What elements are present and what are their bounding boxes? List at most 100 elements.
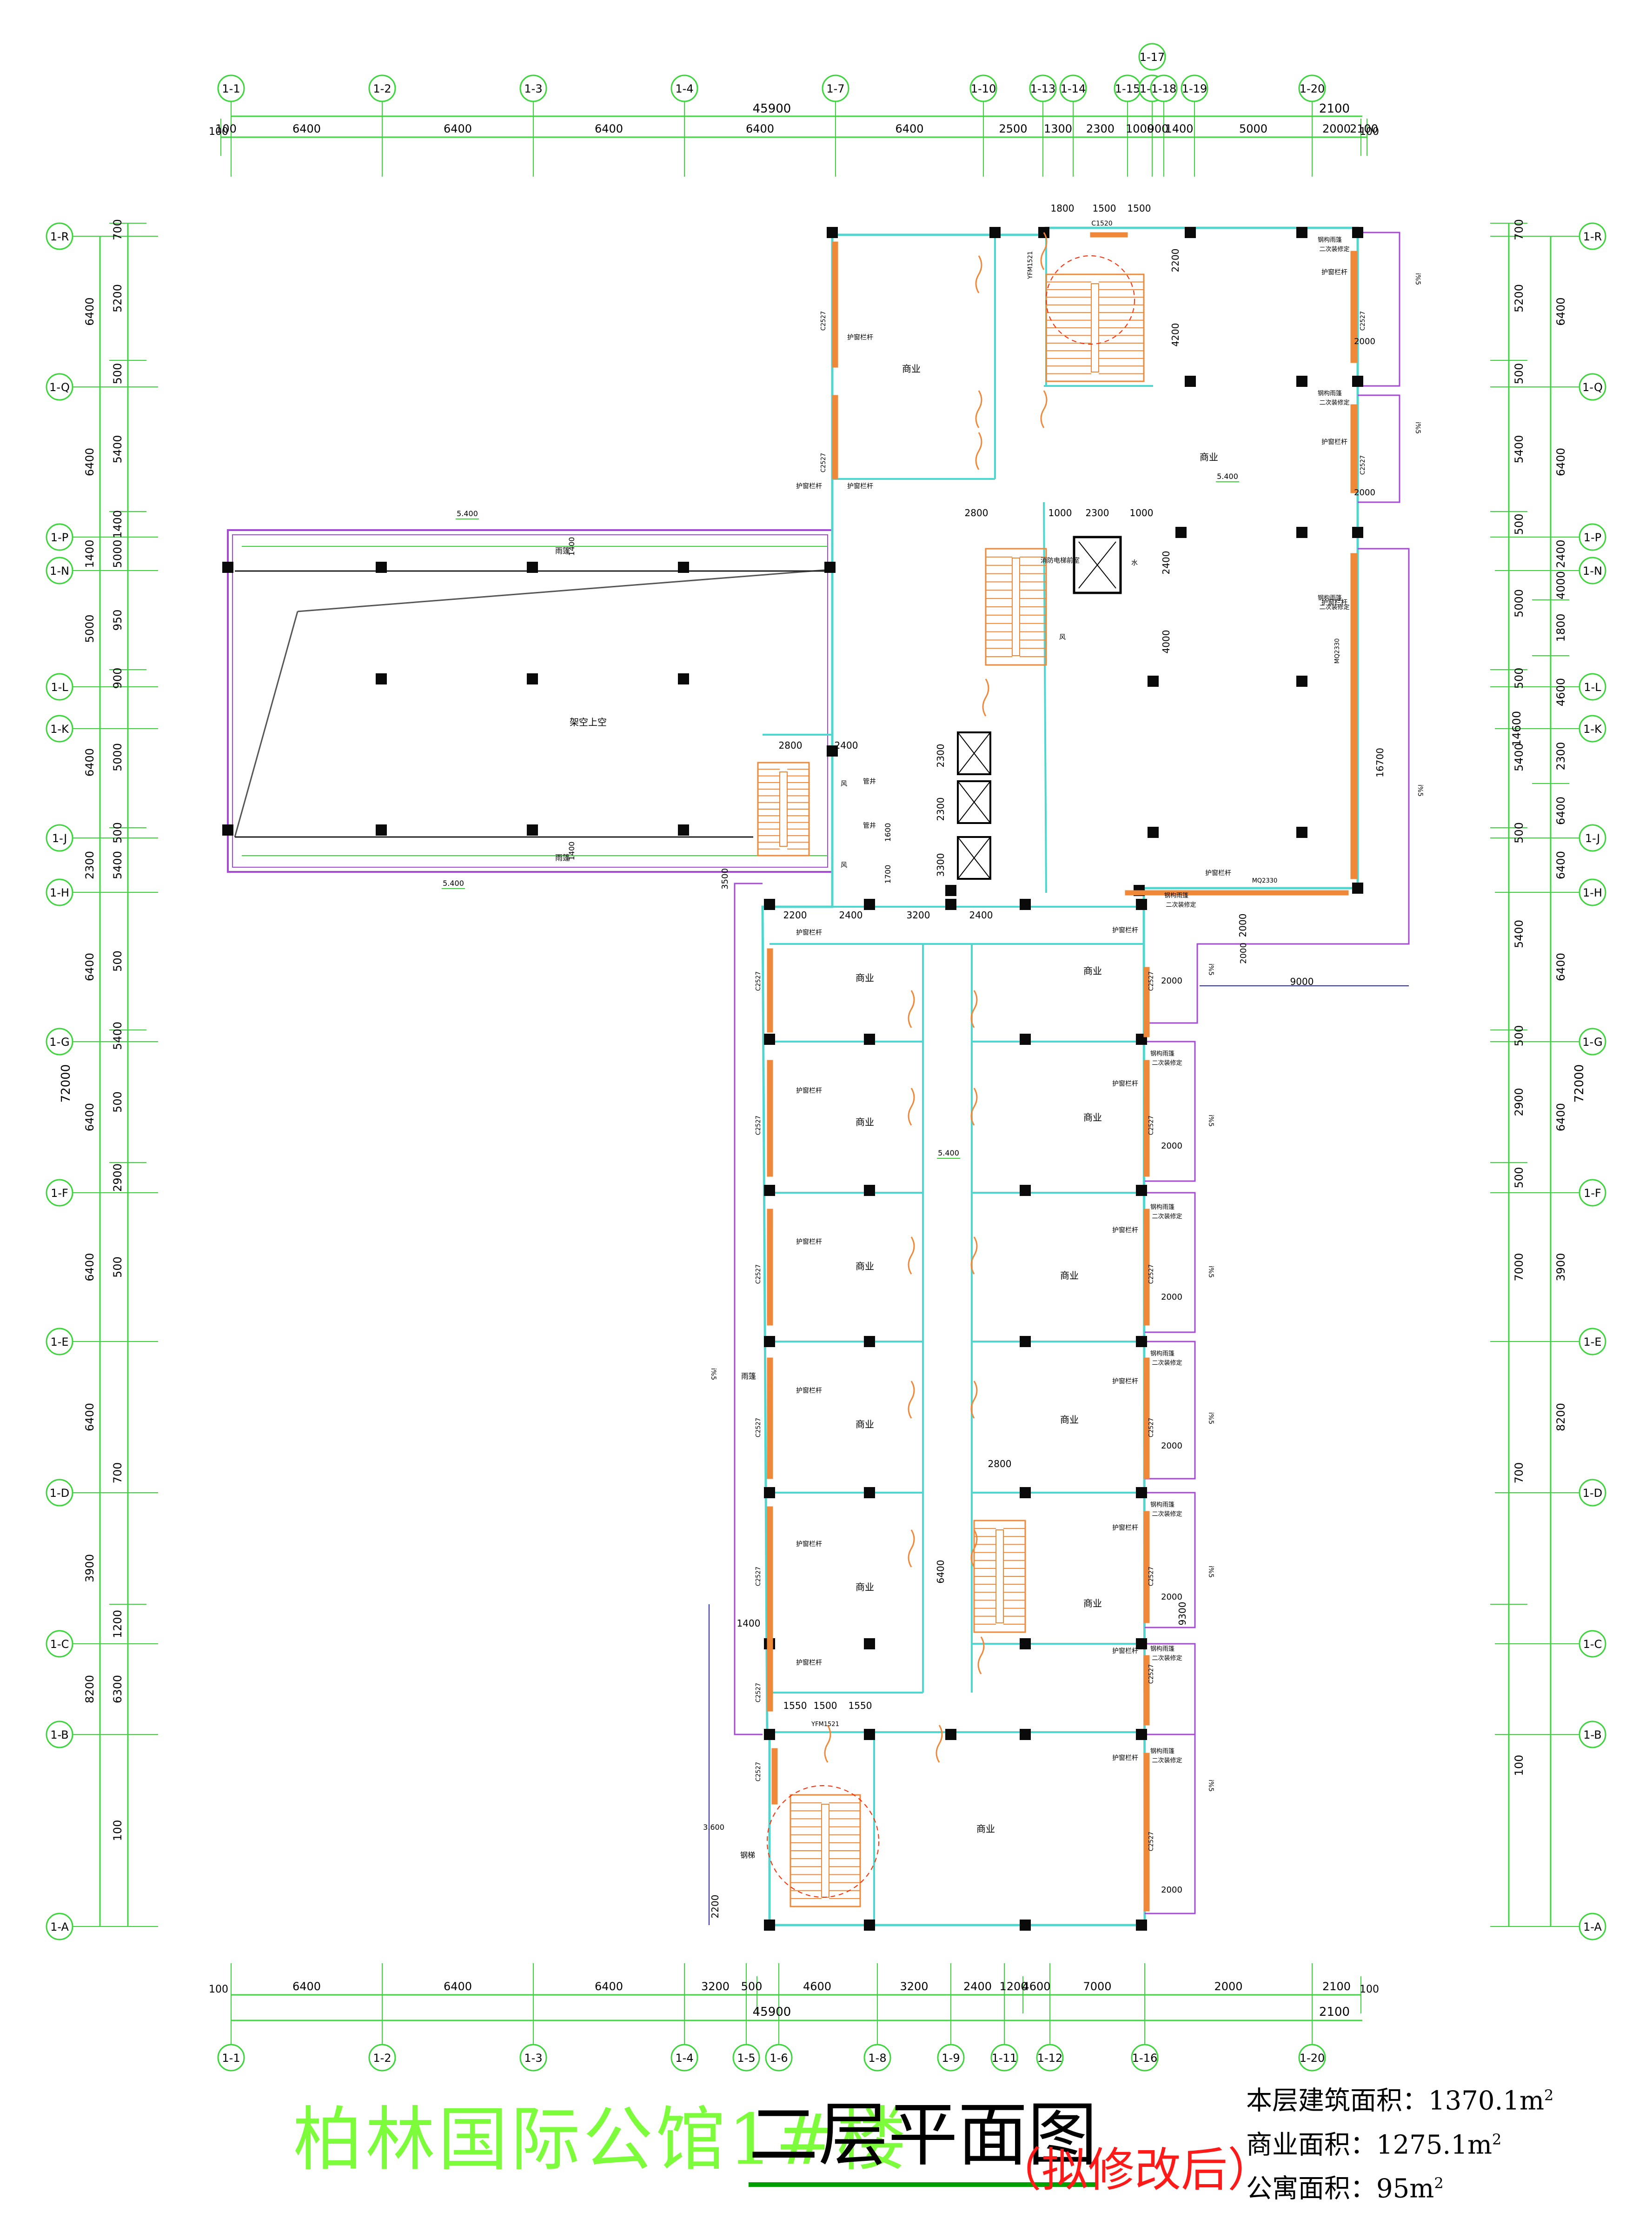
window bbox=[1143, 1753, 1150, 1912]
dim-ext-bottom: 2100 bbox=[1319, 2005, 1350, 2019]
canopy-note-label: 钢构雨篷 bbox=[1150, 1748, 1174, 1755]
dim-text: 6300 bbox=[111, 1675, 124, 1703]
grid-label-left: 1-G bbox=[49, 1036, 69, 1049]
grid-label-top: 1-3 bbox=[524, 82, 542, 95]
column bbox=[1020, 1729, 1031, 1740]
window-tag: C2527 bbox=[820, 453, 827, 472]
column bbox=[1136, 1487, 1147, 1498]
inner-dim: 3500 bbox=[720, 868, 730, 890]
column bbox=[1296, 676, 1307, 687]
grid-label-top: 1-19 bbox=[1182, 82, 1207, 95]
window bbox=[1125, 890, 1349, 896]
secondary-fitout-label: 二次装修定 bbox=[1152, 1059, 1182, 1067]
column bbox=[1185, 227, 1196, 238]
grid-label-top: 1-7 bbox=[826, 82, 844, 95]
inner-dim: 4000 bbox=[1161, 630, 1172, 654]
inner-dim: 2300 bbox=[935, 797, 946, 821]
window bbox=[1143, 1511, 1150, 1623]
column bbox=[945, 899, 956, 910]
grid-label-left: 1-A bbox=[50, 1920, 69, 1933]
column bbox=[1020, 1336, 1031, 1347]
dim-text: 3900 bbox=[1554, 1253, 1567, 1281]
dim-text: 6400 bbox=[1554, 1103, 1567, 1131]
dim-total-top: 45900 bbox=[753, 102, 791, 116]
grid-label-left: 1-H bbox=[50, 886, 69, 899]
grid-label-right: 1-Q bbox=[1582, 381, 1603, 394]
column bbox=[764, 1336, 775, 1347]
door-swing bbox=[975, 255, 982, 293]
inner-dim: 1000 bbox=[1130, 507, 1154, 518]
column bbox=[1352, 376, 1363, 387]
column bbox=[1020, 1487, 1031, 1498]
dim-text: 6400 bbox=[292, 122, 321, 135]
grid-label-left: 1-R bbox=[50, 230, 69, 243]
grid-label-left: 1-K bbox=[50, 723, 69, 736]
dim-text: 2000 bbox=[1322, 122, 1351, 135]
balcony-outline bbox=[1358, 232, 1400, 387]
dim-text: 5400 bbox=[111, 851, 124, 879]
grid-label-bottom: 1-20 bbox=[1300, 2052, 1325, 2065]
inner-dim: 2000 bbox=[1237, 914, 1248, 937]
column bbox=[1020, 899, 1031, 910]
door-swing bbox=[908, 1529, 915, 1568]
inner-dim: 6400 bbox=[935, 1560, 946, 1584]
column bbox=[764, 1920, 775, 1931]
column bbox=[864, 899, 875, 910]
column bbox=[1148, 827, 1159, 838]
grid-label-bottom: 1-11 bbox=[992, 2052, 1017, 2065]
grid-label-right: 1-G bbox=[1582, 1036, 1602, 1049]
inner-dim: 2400 bbox=[835, 740, 858, 751]
dim-text: 500 bbox=[1513, 363, 1526, 385]
void-diagonal bbox=[234, 611, 299, 837]
column bbox=[945, 1729, 956, 1740]
door-swing bbox=[970, 1088, 978, 1126]
room-shop: 商业 bbox=[976, 1823, 995, 1834]
door-swing bbox=[970, 1236, 978, 1275]
inner-dim: 2000 bbox=[1161, 1885, 1182, 1895]
rail-label: 护窗栏杆 bbox=[796, 482, 822, 490]
secondary-fitout-label: 二次装修定 bbox=[1152, 1359, 1182, 1367]
grid-label-top: 1-17 bbox=[1140, 51, 1165, 64]
dim-text: 6400 bbox=[292, 1980, 321, 1993]
column bbox=[376, 824, 387, 836]
door-swing bbox=[824, 1725, 831, 1763]
door-swing bbox=[908, 1088, 915, 1126]
grid-label-bottom: 1-9 bbox=[942, 2052, 960, 2065]
door-swing bbox=[970, 1381, 978, 1419]
column bbox=[1136, 1729, 1147, 1740]
stair-swing bbox=[1046, 255, 1135, 345]
rail-label: 护窗栏杆 bbox=[847, 333, 873, 341]
room-shop: 商业 bbox=[856, 1261, 874, 1272]
grid-label-left: 1-P bbox=[51, 531, 68, 544]
dim-text: 6400 bbox=[83, 297, 96, 326]
slope-mark: i%5 bbox=[1414, 422, 1421, 434]
dim-14600: 14600 bbox=[1510, 711, 1523, 746]
elevator-shaft bbox=[957, 780, 991, 824]
dim-text: 6400 bbox=[83, 748, 96, 777]
rail-label: 护窗栏杆 bbox=[1321, 438, 1347, 446]
inner-dim: 2000 bbox=[1161, 1592, 1182, 1602]
window-tag: C2527 bbox=[755, 1418, 762, 1437]
inner-dim: 2000 bbox=[1161, 1141, 1182, 1151]
dim-text: 2300 bbox=[1086, 122, 1115, 135]
window bbox=[1143, 1209, 1150, 1326]
grid-label-bottom: 1-2 bbox=[373, 2052, 391, 2065]
inner-dim: 2200 bbox=[1170, 249, 1181, 272]
dim-text: 6400 bbox=[83, 1403, 96, 1431]
door-swing bbox=[970, 1529, 978, 1568]
inner-dim: 2400 bbox=[969, 910, 993, 921]
grid-label-left: 1-L bbox=[51, 681, 68, 694]
dim-total-bottom: 45900 bbox=[753, 2005, 791, 2019]
column bbox=[1352, 227, 1363, 238]
window bbox=[1350, 553, 1358, 879]
canopy-note-label: 钢构雨篷 bbox=[1318, 237, 1342, 244]
elevator-shaft bbox=[957, 731, 991, 775]
grid-label-right: 1-R bbox=[1583, 230, 1602, 243]
dim-text: 500 bbox=[111, 363, 124, 385]
stair-rail bbox=[1091, 283, 1099, 372]
grid-label-left: 1-E bbox=[50, 1335, 68, 1348]
slope-mark: i%5 bbox=[1414, 273, 1421, 285]
dim-text: 4600 bbox=[1022, 1980, 1050, 1993]
grid-label-right: 1-D bbox=[1583, 1487, 1602, 1500]
